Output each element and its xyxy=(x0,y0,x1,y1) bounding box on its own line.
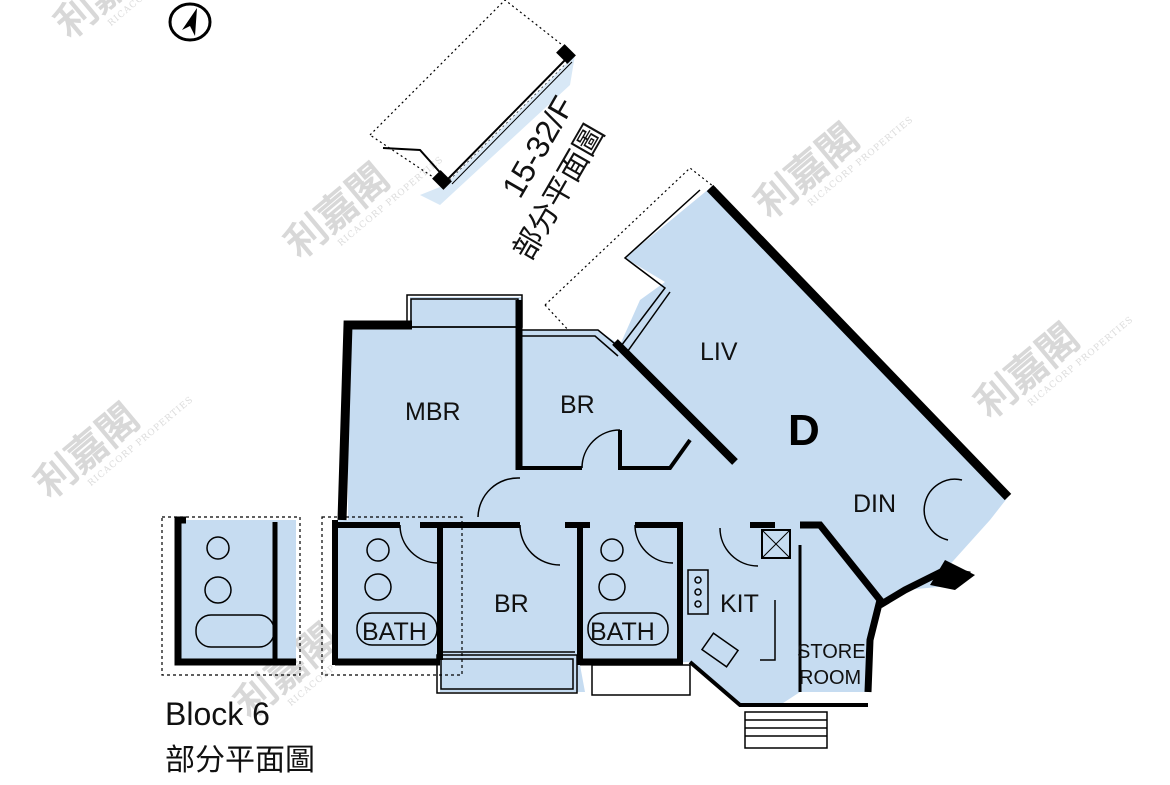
room-label-store: STORE xyxy=(797,641,866,663)
room-label-bath-2: BATH xyxy=(590,618,655,646)
block-label: Block 6 xyxy=(165,696,270,732)
fixtures xyxy=(356,538,776,668)
walls xyxy=(332,184,1012,707)
room-label-liv: LIV xyxy=(700,338,738,366)
room-label-mbr: MBR xyxy=(405,398,461,426)
block-caption: 部分平面圖 xyxy=(165,743,315,778)
duct xyxy=(761,529,791,559)
room-label-room: ROOM xyxy=(799,667,861,689)
room-label-bath-1: BATH xyxy=(362,618,427,646)
north-arrow-icon xyxy=(168,2,212,42)
steps xyxy=(744,711,828,749)
flat-letter: D xyxy=(788,406,820,455)
room-label-din: DIN xyxy=(853,490,896,518)
room-label-br-upper: BR xyxy=(560,391,595,419)
unit-d-area xyxy=(335,188,1008,705)
partial-plan-15-32f: 15-32/F 部分平面圖 xyxy=(369,0,612,266)
room-label-kit: KIT xyxy=(720,590,759,618)
room-label-br-lower: BR xyxy=(494,590,529,618)
partial-plan-block-6: Block 6 部分平面圖 xyxy=(161,516,315,778)
doors xyxy=(399,429,963,567)
